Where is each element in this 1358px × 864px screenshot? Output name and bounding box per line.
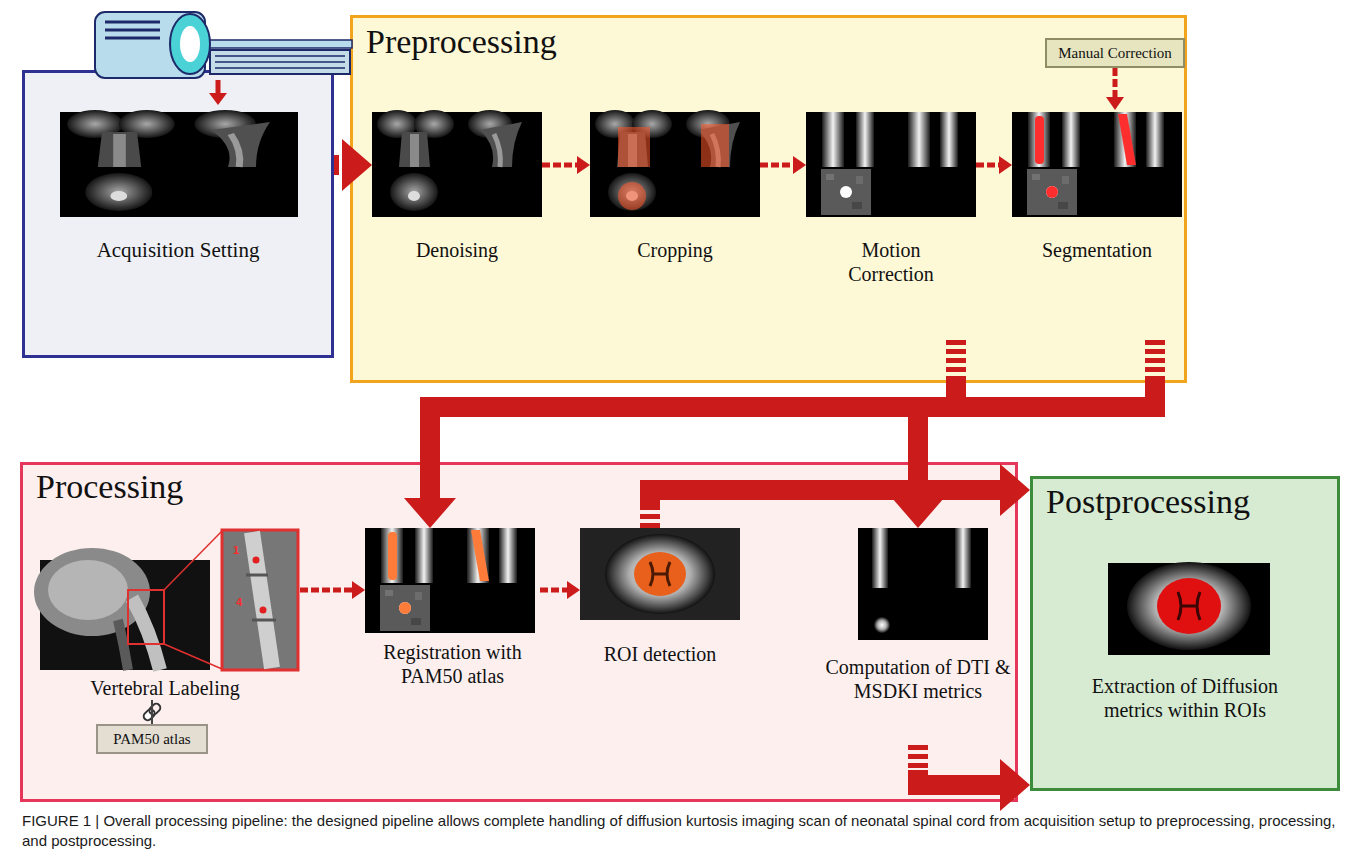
caption-holder: FIGURE 1 | Overall processing pipeline: … [22, 811, 1340, 852]
arrow-head [577, 156, 590, 174]
arrow-head [1000, 464, 1030, 516]
step-label: Cropping [590, 238, 760, 262]
mri-scanner [95, 12, 352, 105]
step-label: PAM50 atlas [113, 730, 190, 748]
flow-line [976, 163, 1000, 168]
sagittal-mri [34, 530, 298, 670]
step-label: Acquisition Setting [33, 238, 323, 263]
flow-stripes [334, 155, 342, 175]
arrow-head [404, 498, 456, 528]
vertebra-number: 4 [236, 596, 242, 608]
stage-title: Processing [36, 467, 1015, 508]
flow-arrow [918, 745, 1030, 811]
label-holder: 4 [236, 596, 242, 608]
flow-stripes [640, 506, 660, 528]
atlas-box: PAM50 atlas [96, 724, 208, 754]
step-label: ROI detection [580, 642, 740, 666]
arrow-head [567, 581, 580, 599]
flow-arrow [300, 581, 365, 599]
flow-stripes [946, 340, 966, 380]
flow-line [1113, 68, 1118, 98]
vertebra-number: 1 [233, 544, 239, 556]
stage-title: Postprocessing [1046, 482, 1337, 523]
flow-stripes [1145, 340, 1165, 380]
arrow-head [892, 498, 944, 528]
flow-arrow [334, 139, 372, 191]
arrow-head [342, 139, 372, 191]
arrow-head [1106, 97, 1124, 110]
flow-arrow [540, 581, 580, 599]
step-label: Denoising [372, 238, 542, 262]
flow-line [151, 700, 153, 724]
flow-line [650, 490, 1001, 506]
input-box: Manual Correction [1045, 38, 1185, 68]
flow-arrow [152, 700, 153, 724]
flow-line [542, 163, 578, 168]
figure-caption: FIGURE 1 | Overall processing pipeline: … [22, 811, 1340, 852]
step-label: Manual Correction [1058, 44, 1172, 62]
arrow-head [793, 156, 806, 174]
flow-arrow [1106, 68, 1124, 110]
flow-line [918, 770, 1001, 785]
flow-line [760, 163, 794, 168]
flow-arrow [404, 340, 1155, 528]
flow-arrow [976, 156, 1012, 174]
flow-line [540, 588, 568, 593]
step-label: Registration with PAM50 atlas [365, 640, 540, 688]
arrow-head [999, 156, 1012, 174]
step-label: Segmentation [1012, 238, 1182, 262]
flow-stripes [908, 745, 928, 770]
label-holder: 1 [233, 544, 239, 556]
step-label: Extraction of Diffusion metrics within R… [1070, 674, 1300, 722]
arrow-head [1000, 759, 1030, 811]
flow-arrow [542, 156, 590, 174]
step-label: Motion Correction [831, 238, 951, 286]
flow-arrow [760, 156, 806, 174]
arrow-head [352, 581, 365, 599]
flow-arrow [650, 464, 1030, 528]
step-label: Vertebral Labeling [30, 676, 300, 700]
flow-line [300, 588, 353, 593]
step-label: Computation of DTI & MSDKI metrics [823, 655, 1013, 703]
